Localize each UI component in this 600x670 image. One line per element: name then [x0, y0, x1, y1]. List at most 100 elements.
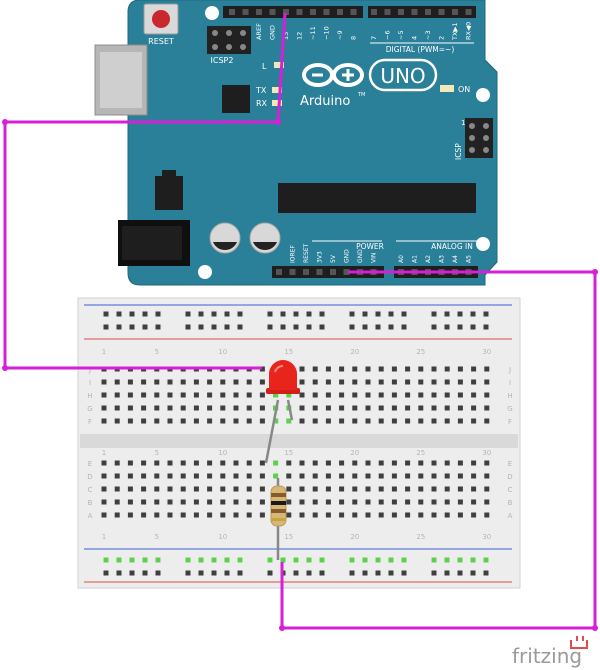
breadboard-hole — [484, 512, 490, 518]
breadboard-hole — [484, 499, 490, 505]
rail-hole — [116, 324, 122, 330]
breadboard-hole — [418, 392, 424, 398]
rail-hole — [155, 557, 161, 563]
rail-hole — [280, 311, 286, 317]
breadboard-hole — [418, 499, 424, 505]
breadboard-hole — [352, 405, 358, 411]
rail-hole — [142, 324, 148, 330]
breadboard-hole — [312, 460, 318, 466]
breadboard-hole — [405, 486, 411, 492]
icsp-label: ICSP — [454, 143, 463, 160]
rail-hole — [444, 570, 450, 576]
icsp2-label: ICSP2 — [211, 56, 234, 65]
rail-hole — [142, 311, 148, 317]
row-letter: A — [88, 512, 93, 520]
breadboard-hole — [325, 418, 331, 424]
rail-hole — [267, 570, 273, 576]
bottom-pin-label: A1 — [412, 255, 419, 263]
rail-hole — [211, 311, 217, 317]
breadboard-hole — [391, 405, 397, 411]
breadboard-hole — [167, 392, 173, 398]
breadboard-hole — [457, 392, 463, 398]
breadboard-hole — [299, 392, 305, 398]
breadboard-hole — [391, 392, 397, 398]
breadboard-hole — [220, 473, 226, 479]
header-pin-hole — [269, 9, 276, 15]
breadboard-hole — [299, 486, 305, 492]
breadboard-hole — [471, 473, 477, 479]
breadboard-hole — [220, 418, 226, 424]
on-label: ON — [458, 85, 470, 94]
breadboard-hole — [444, 486, 450, 492]
model-label: UNO — [380, 64, 425, 88]
rail-hole — [211, 557, 217, 563]
power-label: POWER — [356, 242, 384, 251]
rail-hole — [349, 570, 355, 576]
breadboard-hole — [484, 379, 490, 385]
breadboard-hole — [207, 460, 213, 466]
top-pin-label: ~11 — [309, 26, 317, 40]
rail-hole — [401, 557, 407, 563]
top-pin-label: ~5 — [397, 30, 405, 40]
capacitor — [209, 222, 241, 254]
breadboard-hole — [457, 379, 463, 385]
breadboard-hole — [127, 379, 133, 385]
rail-hole — [155, 324, 161, 330]
column-number: 10 — [218, 449, 227, 457]
breadboard-hole — [312, 392, 318, 398]
breadboard-hole — [233, 379, 239, 385]
tx-led — [272, 87, 282, 93]
rail-hole — [142, 557, 148, 563]
breadboard-hole — [259, 473, 265, 479]
breadboard-hole — [471, 405, 477, 411]
breadboard-hole — [220, 512, 226, 518]
rail-hole — [224, 324, 230, 330]
breadboard-hole — [365, 473, 371, 479]
top-pin-label: GND — [269, 25, 277, 40]
breadboard-hole — [233, 512, 239, 518]
rail-hole — [185, 570, 191, 576]
rail-hole — [375, 557, 381, 563]
breadboard-hole — [233, 460, 239, 466]
breadboard-hole — [312, 499, 318, 505]
breadboard-hole — [352, 366, 358, 372]
rail-hole — [483, 311, 489, 317]
breadboard-hole — [286, 512, 292, 518]
breadboard-hole — [207, 486, 213, 492]
breadboard-hole — [259, 379, 265, 385]
icsp-pin-one: 1 — [461, 119, 465, 127]
breadboard-hole — [141, 392, 147, 398]
rail-hole — [388, 557, 394, 563]
rail-hole — [237, 311, 243, 317]
reset-button[interactable] — [143, 3, 179, 35]
row-letter: G — [87, 405, 92, 413]
breadboard-hole — [418, 418, 424, 424]
breadboard-hole — [193, 512, 199, 518]
breadboard-hole — [127, 486, 133, 492]
header-pin-hole — [452, 9, 458, 15]
bottom-pin-label: RESET — [303, 243, 310, 263]
breadboard-hole — [312, 405, 318, 411]
capacitor — [249, 222, 281, 254]
breadboard-hole — [207, 512, 213, 518]
header-pin-hole — [330, 269, 336, 275]
header-pin-hole — [337, 9, 343, 15]
header-pin-hole — [289, 269, 296, 275]
column-number: 15 — [284, 449, 293, 457]
breadboard-hole — [405, 499, 411, 505]
breadboard-hole — [167, 379, 173, 385]
breadboard-hole — [444, 366, 450, 372]
fritzing-logo: fritzing — [512, 636, 588, 668]
breadboard-hole — [378, 473, 384, 479]
breadboard-hole — [431, 379, 437, 385]
rail-hole — [306, 570, 312, 576]
breadboard-hole — [339, 486, 345, 492]
breadboard-hole — [418, 512, 424, 518]
breadboard-hole — [246, 486, 252, 492]
rail-hole — [306, 324, 312, 330]
rail-hole — [362, 570, 368, 576]
breadboard-hole — [391, 499, 397, 505]
breadboard-hole — [325, 512, 331, 518]
breadboard-hole — [484, 392, 490, 398]
column-number: 1 — [102, 449, 106, 457]
